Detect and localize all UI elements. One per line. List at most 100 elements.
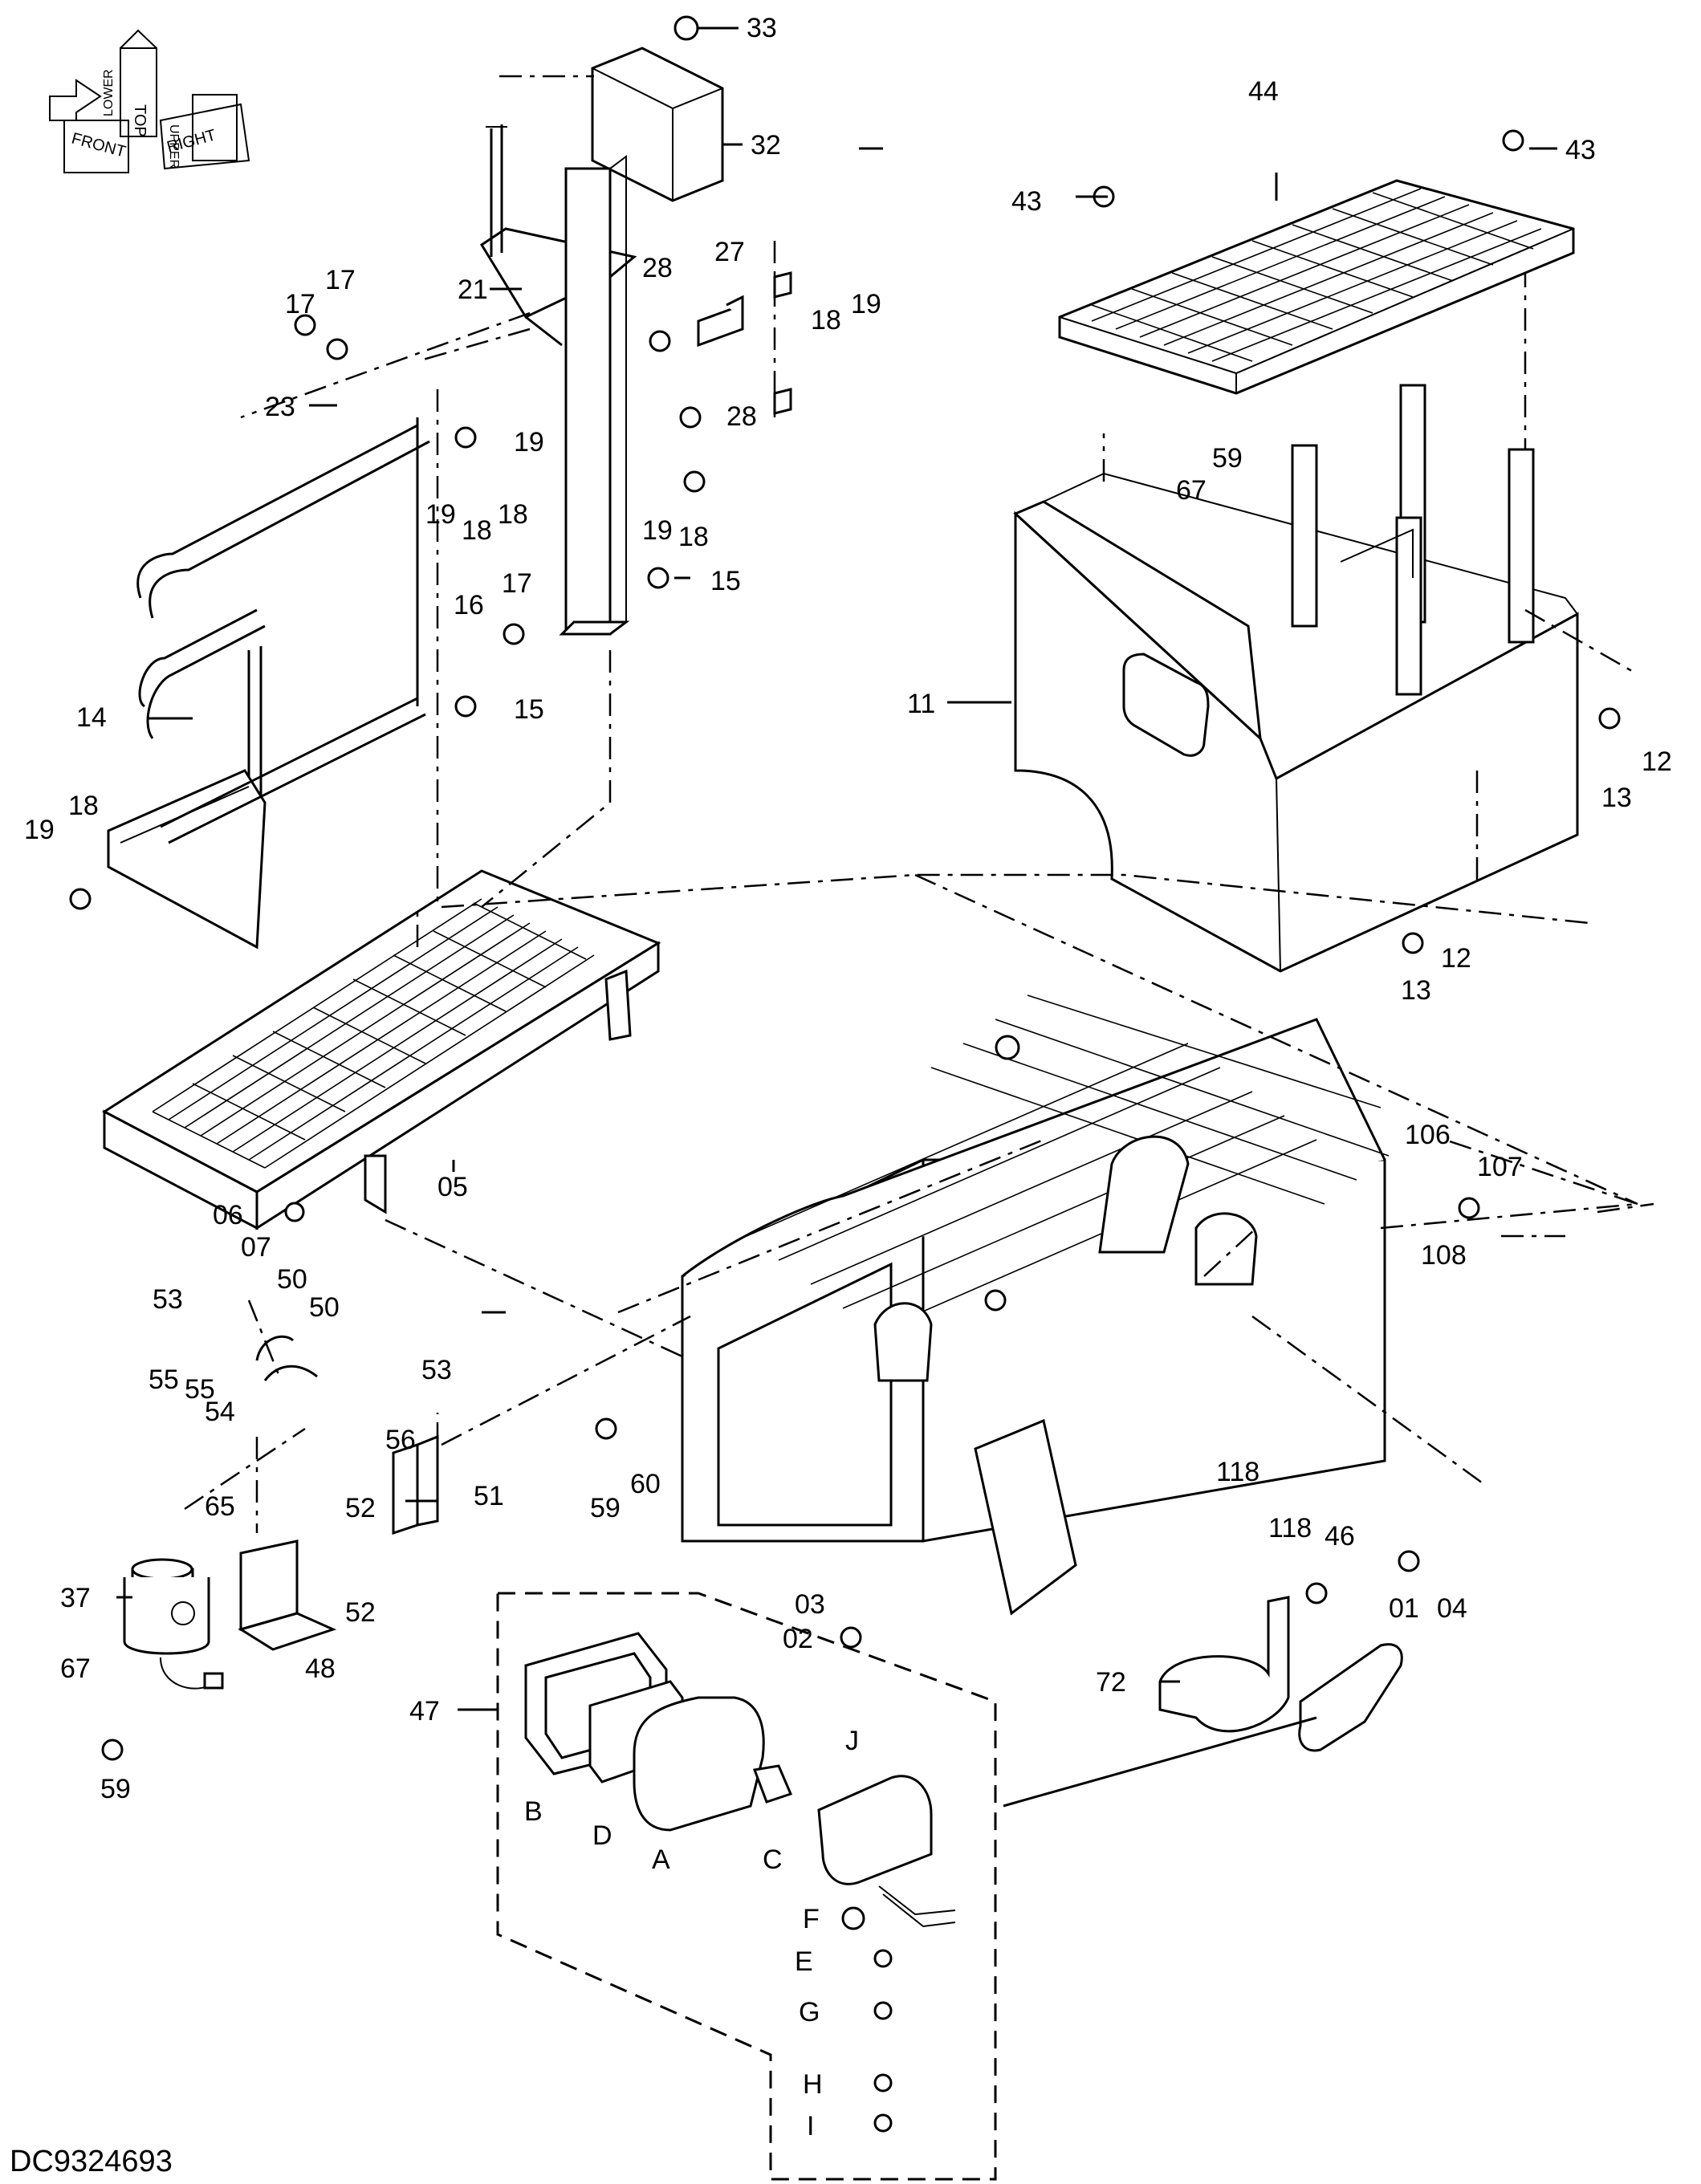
callout-13-bottom: 13 bbox=[1401, 975, 1431, 1006]
callout-19-mid: 19 bbox=[514, 427, 544, 458]
callout-06: 06 bbox=[213, 1200, 243, 1230]
callout-04: 04 bbox=[1437, 1593, 1467, 1624]
part-50-clamp bbox=[255, 1335, 318, 1381]
callout-60: 60 bbox=[630, 1469, 661, 1499]
part-05-step bbox=[102, 869, 661, 1230]
callout-labels: 33 32 21 28 28 27 18 19 17 17 23 19 19 1… bbox=[24, 13, 1672, 2141]
callout-43-right: 43 bbox=[1565, 135, 1596, 165]
drawing-code: DC9324693 bbox=[10, 2145, 173, 2178]
leader-line bbox=[1003, 1716, 1317, 1808]
callout-46: 46 bbox=[1325, 1521, 1355, 1552]
callout-32: 32 bbox=[751, 130, 781, 161]
callout-18-mid: 18 bbox=[498, 499, 528, 530]
callout-18-left: 18 bbox=[462, 515, 492, 546]
callout-27: 27 bbox=[714, 237, 745, 267]
callout-53-top: 53 bbox=[153, 1284, 183, 1315]
part-48-bracket bbox=[238, 1539, 337, 1651]
callout-12-right: 12 bbox=[1642, 746, 1672, 777]
orient-label-lower: LOWER bbox=[102, 69, 116, 116]
callout-72: 72 bbox=[1096, 1667, 1126, 1698]
orient-label-upper: UPPER bbox=[167, 124, 181, 169]
part-11-stand bbox=[1013, 384, 1579, 973]
orient-label-top: TOP bbox=[131, 104, 149, 137]
part-32-cover-box bbox=[591, 47, 724, 202]
callout-67-top: 67 bbox=[1176, 475, 1207, 506]
callout-11: 11 bbox=[907, 689, 935, 719]
callout-19-right: 19 bbox=[642, 515, 673, 546]
callout-52-lower: 52 bbox=[345, 1597, 376, 1628]
callout-19-left: 19 bbox=[425, 499, 456, 530]
callout-19-far: 19 bbox=[24, 815, 55, 845]
callout-67-bottom: 67 bbox=[60, 1653, 91, 1684]
callout-28-upper: 28 bbox=[642, 253, 673, 283]
callout-13-right: 13 bbox=[1601, 783, 1632, 813]
callout-01: 01 bbox=[1389, 1593, 1419, 1624]
callout-F: F bbox=[803, 1904, 820, 1934]
callout-H: H bbox=[803, 2069, 823, 2100]
callout-59-bottom: 59 bbox=[100, 1774, 131, 1804]
part-51-plate bbox=[392, 1434, 439, 1535]
callout-leaders bbox=[116, 26, 1557, 1711]
part-44-grating bbox=[1058, 179, 1575, 395]
callout-07: 07 bbox=[241, 1232, 271, 1263]
callout-53-right: 53 bbox=[421, 1355, 452, 1385]
fasteners bbox=[69, 15, 1621, 2133]
callout-G: G bbox=[799, 1997, 820, 2027]
callout-C: C bbox=[763, 1844, 783, 1875]
callout-J: J bbox=[845, 1726, 859, 1756]
callout-12-bottom: 12 bbox=[1441, 943, 1471, 974]
callout-B: B bbox=[524, 1796, 543, 1827]
callout-50-a: 50 bbox=[277, 1264, 307, 1295]
callout-18-far: 18 bbox=[68, 791, 99, 821]
callout-118-a: 118 bbox=[1216, 1457, 1259, 1487]
callout-15-lower: 15 bbox=[514, 694, 544, 725]
callout-17-a: 17 bbox=[285, 289, 315, 319]
orientation-cube-icon: TOP FRONT RIGHT LOWER UPPER bbox=[49, 29, 250, 173]
callout-37: 37 bbox=[60, 1583, 91, 1613]
callout-33: 33 bbox=[747, 13, 777, 43]
callout-18-upper: 18 bbox=[811, 305, 841, 336]
part-37-beacon bbox=[123, 1558, 224, 1690]
callout-02: 02 bbox=[783, 1624, 813, 1654]
callout-48: 48 bbox=[305, 1653, 336, 1684]
callout-44: 44 bbox=[1248, 76, 1279, 107]
callout-65: 65 bbox=[205, 1491, 235, 1522]
part-14-handrail bbox=[107, 417, 430, 950]
leader-line bbox=[1524, 608, 1638, 676]
callout-15-upper: 15 bbox=[710, 566, 741, 596]
callout-05: 05 bbox=[437, 1172, 468, 1202]
leader-lines bbox=[184, 311, 1654, 1533]
callout-A: A bbox=[652, 1844, 670, 1875]
callout-21: 21 bbox=[458, 275, 488, 305]
main-frame bbox=[681, 994, 1390, 1616]
callout-55-b: 55 bbox=[185, 1374, 215, 1405]
callout-17-b: 17 bbox=[325, 265, 356, 295]
callout-118-b: 118 bbox=[1268, 1513, 1312, 1543]
callout-56: 56 bbox=[385, 1425, 416, 1455]
callout-28-lower: 28 bbox=[726, 401, 757, 432]
callout-51: 51 bbox=[474, 1481, 504, 1511]
callout-59-top: 59 bbox=[1212, 443, 1243, 474]
callout-43-left: 43 bbox=[1011, 186, 1042, 217]
callout-I: I bbox=[807, 2111, 814, 2141]
callout-19-upper: 19 bbox=[851, 289, 881, 319]
callout-108: 108 bbox=[1421, 1240, 1467, 1271]
part-72-guard bbox=[1158, 1596, 1403, 1752]
callout-55-a: 55 bbox=[149, 1364, 179, 1395]
callout-17-c: 17 bbox=[502, 568, 532, 599]
callout-47: 47 bbox=[409, 1696, 440, 1726]
callout-16: 16 bbox=[454, 590, 484, 620]
orient-label-front: FRONT bbox=[70, 130, 128, 161]
callout-23: 23 bbox=[265, 392, 295, 422]
callout-107: 107 bbox=[1477, 1152, 1523, 1182]
callout-14: 14 bbox=[76, 702, 107, 733]
callout-18-right: 18 bbox=[678, 522, 709, 552]
callout-54: 54 bbox=[205, 1397, 235, 1427]
callout-106: 106 bbox=[1405, 1120, 1451, 1150]
part-27-bracket bbox=[697, 241, 792, 417]
part-47-lamp-box bbox=[496, 1592, 997, 2181]
callout-59-mid: 59 bbox=[590, 1493, 621, 1523]
callout-D: D bbox=[592, 1820, 612, 1851]
callout-E: E bbox=[795, 1946, 813, 1977]
